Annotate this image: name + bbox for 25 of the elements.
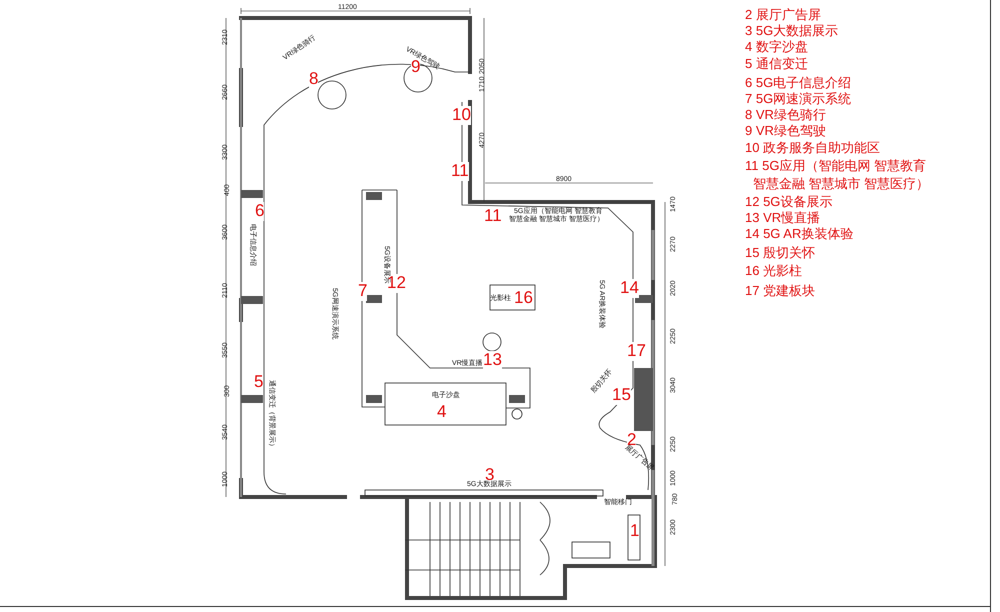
callout-number: 6 bbox=[255, 202, 264, 221]
legend-item: 2 展厅广告屏 bbox=[745, 8, 821, 22]
legend-item: 11 5G应用（智能电网 智慧教育智慧金融 智慧城市 智慧医疗） bbox=[745, 157, 930, 192]
callout-number: 11 bbox=[451, 162, 469, 181]
legend-item: 4 数字沙盘 bbox=[745, 40, 808, 54]
legend-item: 10 政务服务自助功能区 bbox=[745, 141, 880, 156]
callout-number: 15 bbox=[612, 386, 631, 405]
callout-number: 10 bbox=[452, 106, 471, 125]
callout-number: 17 bbox=[627, 342, 646, 361]
callout-number: 13 bbox=[483, 351, 502, 370]
legend-item: 8 VR绿色骑行 bbox=[745, 108, 826, 122]
legend-item: 14 5G AR换装体验 bbox=[745, 227, 854, 242]
callout-number: 7 bbox=[358, 282, 368, 301]
legend-item: 7 5G网速演示系统 bbox=[745, 92, 852, 106]
legend-item: 17 党建板块 bbox=[745, 284, 816, 298]
legend-item: 12 5G设备展示 bbox=[745, 195, 832, 210]
legend-item: 9 VR绿色驾驶 bbox=[745, 124, 826, 138]
callout-number: 8 bbox=[309, 70, 318, 89]
legend-item: 3 5G大数据展示 bbox=[745, 24, 838, 38]
legend-item: 5 通信变迁 bbox=[745, 57, 808, 72]
legend-item: 16 光影柱 bbox=[745, 264, 802, 278]
callout-number: 14 bbox=[620, 279, 639, 298]
legend-item: 6 5G电子信息介绍 bbox=[745, 76, 852, 90]
legend-item: 15 殷切关怀 bbox=[745, 246, 816, 260]
legend-item: 13 VR慢直播 bbox=[745, 211, 820, 226]
